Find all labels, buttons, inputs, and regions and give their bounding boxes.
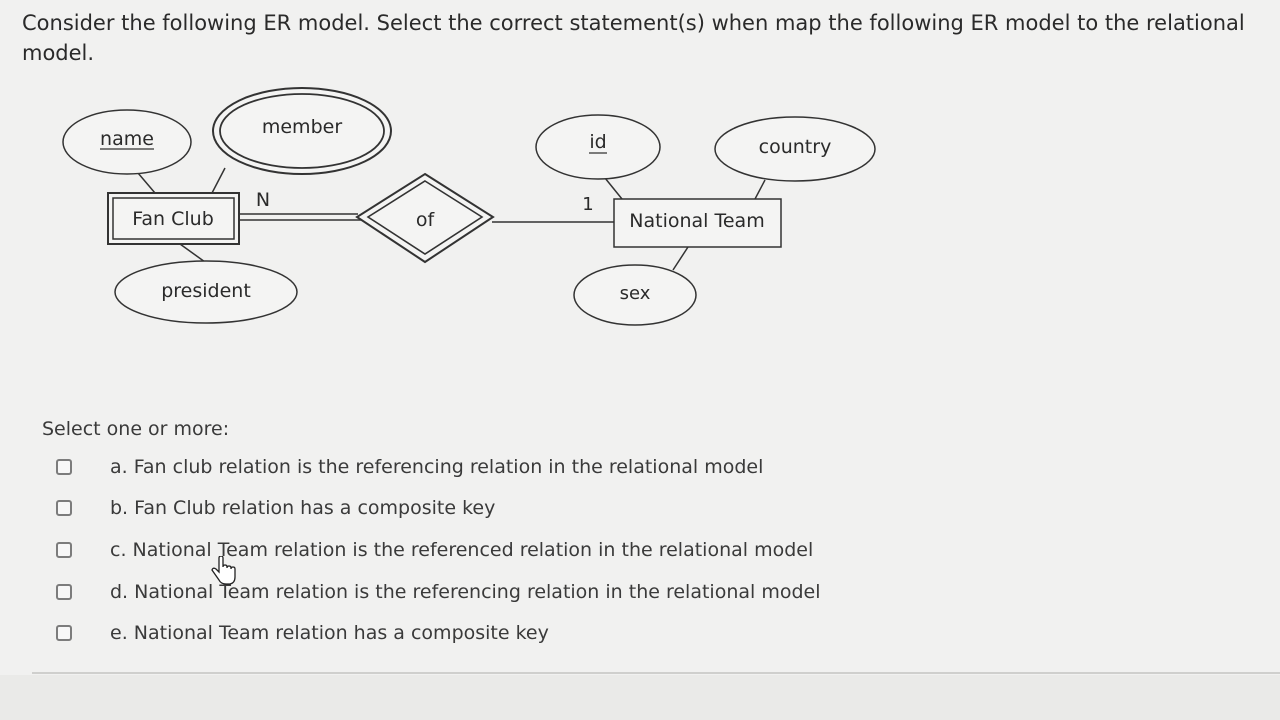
option-a-checkbox[interactable] xyxy=(56,459,72,475)
select-prompt: Select one or more: xyxy=(42,418,230,440)
attribute-member-label: member xyxy=(262,116,342,138)
attribute-sex-label: sex xyxy=(620,283,651,304)
option-d[interactable]: d. National Team relation is the referen… xyxy=(52,577,952,607)
relationship-of-label: of xyxy=(416,209,436,231)
option-b[interactable]: b. Fan Club relation has a composite key xyxy=(52,493,952,523)
option-b-label[interactable]: b. Fan Club relation has a composite key xyxy=(110,497,496,519)
line-member-fanclub xyxy=(211,167,226,194)
entity-national-team-label: National Team xyxy=(629,210,764,232)
option-e-checkbox[interactable] xyxy=(56,625,72,641)
entity-fan-club-outer xyxy=(107,192,240,245)
attribute-sex xyxy=(573,264,697,326)
attribute-name-label: name xyxy=(100,128,154,150)
option-a[interactable]: a. Fan club relation is the referencing … xyxy=(52,452,952,482)
attribute-member-outer xyxy=(212,87,392,175)
option-d-checkbox[interactable] xyxy=(56,584,72,600)
option-a-label[interactable]: a. Fan club relation is the referencing … xyxy=(110,456,764,478)
attribute-president-label: president xyxy=(161,280,251,302)
question-text: Consider the following ER model. Select … xyxy=(22,11,1245,65)
option-b-checkbox[interactable] xyxy=(56,500,72,516)
attribute-name xyxy=(62,109,192,175)
relationship-of-inner xyxy=(366,180,484,255)
line-name-fanclub xyxy=(137,172,156,194)
line-sex-nationalteam xyxy=(672,246,689,271)
option-c-checkbox[interactable] xyxy=(56,542,72,558)
cardinality-n-label: N xyxy=(256,189,270,211)
attribute-id-label: id xyxy=(589,131,606,153)
entity-national-team xyxy=(613,198,782,248)
entity-fan-club-inner xyxy=(112,197,235,240)
question-panel: Consider the following ER model. Select … xyxy=(22,11,1245,648)
entity-fan-club-label: Fan Club xyxy=(132,208,214,230)
hand-pointer-icon xyxy=(211,556,236,585)
line-president-fanclub xyxy=(179,243,206,263)
option-c[interactable]: c. National Team relation is the referen… xyxy=(52,535,952,565)
er-diagram: name member Fan Club president N of 1 id… xyxy=(62,87,876,326)
cardinality-1-label: 1 xyxy=(582,194,593,215)
attribute-president xyxy=(114,260,298,324)
option-c-label[interactable]: c. National Team relation is the referen… xyxy=(110,539,814,561)
relationship-of-outer xyxy=(355,172,495,264)
option-e-label[interactable]: e. National Team relation has a composit… xyxy=(110,622,549,644)
panel-bottom-border xyxy=(32,672,1280,674)
attribute-country-label: country xyxy=(759,136,832,158)
attribute-member-inner xyxy=(219,93,385,169)
line-country-nationalteam xyxy=(754,179,766,200)
attribute-country xyxy=(714,116,876,182)
line-id-nationalteam xyxy=(604,177,623,200)
option-e[interactable]: e. National Team relation has a composit… xyxy=(52,618,952,648)
attribute-id xyxy=(535,114,661,180)
option-d-label[interactable]: d. National Team relation is the referen… xyxy=(110,581,821,603)
